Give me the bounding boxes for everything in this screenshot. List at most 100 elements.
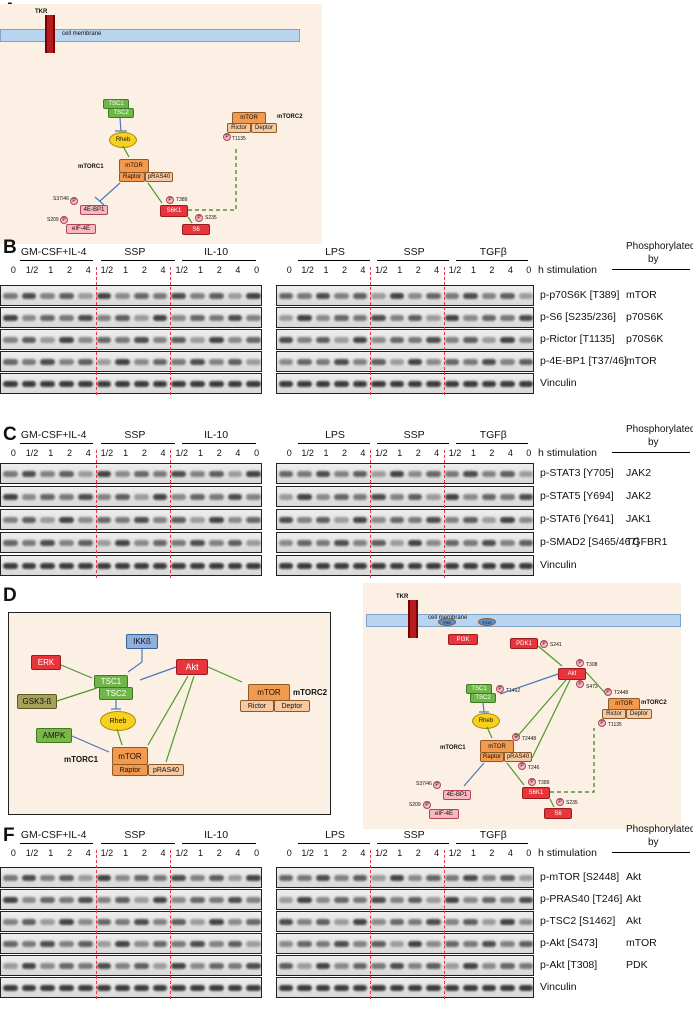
blot-band (3, 563, 18, 569)
tkr-label: TKR (35, 9, 48, 15)
blot-band (408, 315, 423, 321)
blot-band (334, 315, 349, 321)
timepoint-label: 1 (197, 448, 203, 458)
blot-band (171, 293, 187, 299)
blot-band (426, 315, 441, 321)
blot-band (134, 381, 149, 387)
blot-band (246, 293, 261, 299)
panel-e-arrows (463, 645, 607, 808)
s37-46-label: S37/46 (53, 196, 69, 202)
blot-band (389, 919, 404, 925)
gsk3b-box: GSK3-ß (17, 694, 57, 709)
blot-strip (276, 285, 534, 306)
blot-band (481, 985, 497, 991)
blot-strip (0, 955, 262, 976)
blot-band (389, 381, 404, 387)
blot-band (59, 293, 74, 299)
blot-band (21, 875, 37, 881)
blot-band (334, 540, 349, 546)
blot-band (334, 897, 349, 903)
phospho-mtor-e1: P (512, 733, 520, 741)
blot-band (59, 494, 74, 500)
blot-band (352, 337, 368, 343)
lane-separator (443, 450, 445, 578)
phospho-s6: P (195, 214, 203, 222)
blot-band (3, 359, 18, 365)
blot-band (134, 919, 149, 925)
blot-band (371, 293, 386, 299)
blot-band (389, 941, 404, 947)
blot-band (518, 517, 533, 523)
kinase-label: Akt (626, 893, 642, 905)
blot-band (352, 985, 368, 991)
blot-strip (276, 463, 534, 484)
blot-band (352, 293, 368, 299)
blot-row-label: p-TSC2 [S1462] (540, 915, 616, 927)
blot-band (371, 471, 386, 477)
blot-band (190, 897, 205, 903)
timepoint-label: 1/2 (301, 448, 314, 458)
blot-band (115, 540, 130, 546)
blot-band (518, 337, 533, 343)
blot-band (246, 359, 261, 365)
blot-band (463, 985, 478, 991)
timepoint-label: 0 (10, 265, 16, 275)
blot-band (134, 293, 149, 299)
blot-band (77, 359, 93, 365)
phospho-4ebp1-e: P (433, 781, 441, 789)
blot-band (77, 315, 93, 321)
blot-band (279, 563, 294, 569)
blot-band (40, 963, 56, 969)
timepoint-label: 4 (85, 265, 91, 275)
blot-band (190, 337, 205, 343)
mtorc1-label: mTORC1 (78, 164, 104, 170)
timepoint-label: 1/2 (25, 265, 39, 275)
blot-band (408, 359, 423, 365)
group-header: SSP (124, 429, 146, 441)
blot-band (152, 315, 168, 321)
blot-band (21, 563, 37, 569)
tsc2-box: TSC2 (108, 108, 134, 118)
phospho-s6k1-e: P (528, 778, 536, 786)
blot-band (21, 963, 37, 969)
blot-band (352, 563, 368, 569)
blot-band (315, 540, 331, 546)
blot-band (77, 919, 93, 925)
blot-band (59, 381, 74, 387)
blot-band (408, 293, 423, 299)
timepoint-label: 0 (286, 848, 292, 858)
blot-band (444, 985, 460, 991)
deptor-e: Deptor (626, 709, 652, 719)
timepoint-label: 2 (66, 448, 72, 458)
blot-band (190, 359, 205, 365)
t1462-label: T1462 (506, 688, 521, 694)
blot-strip (276, 977, 534, 998)
blot-band (115, 517, 130, 523)
pras40-box: pRAS40 (145, 172, 173, 182)
blot-band (246, 337, 261, 343)
blot-strip (0, 977, 262, 998)
group-header: GM-CSF+IL-4 (20, 246, 87, 258)
timepoint-label: 0 (286, 448, 292, 458)
blot-band (408, 985, 423, 991)
blot-band (481, 875, 497, 881)
t308-label: T308 (586, 662, 598, 668)
lane-separator (170, 850, 172, 999)
tsc2-d: TSC2 (99, 687, 133, 700)
blot-band (152, 875, 168, 881)
blot-band (152, 963, 168, 969)
blot-band (21, 471, 37, 477)
group-underline (456, 443, 529, 444)
blot-band (59, 540, 74, 546)
timepoint-label: 2 (66, 848, 72, 858)
phospho-eif4e: P (60, 216, 68, 224)
blot-band (190, 540, 205, 546)
blot-band (334, 985, 349, 991)
blot-band (171, 494, 187, 500)
blot-band (115, 875, 130, 881)
blot-band (246, 897, 261, 903)
mtorc1-d-label: mTORC1 (64, 755, 99, 764)
timepoint-label: 4 (360, 848, 366, 858)
blot-band (518, 875, 533, 881)
blot-band (297, 985, 312, 991)
